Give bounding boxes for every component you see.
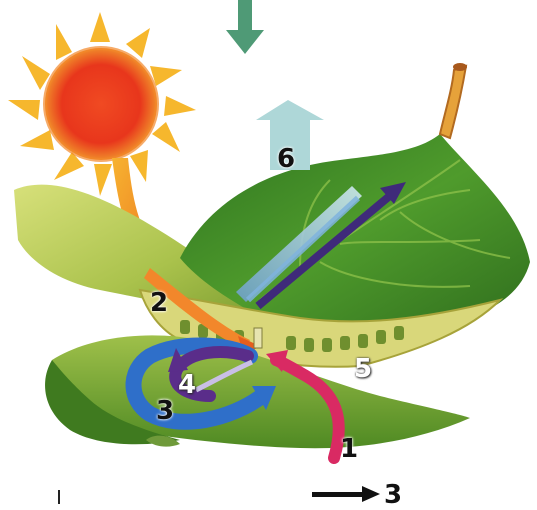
arrow-bottom-right (58, 486, 380, 504)
label-3: 3 (156, 398, 174, 424)
arrow-down-top (226, 0, 264, 54)
label-4: 4 (178, 372, 196, 398)
label-2: 2 (150, 290, 168, 316)
label-6: 6 (277, 146, 295, 172)
leaf-stem (440, 66, 466, 138)
stoma-marker (254, 328, 262, 348)
label-3-bottom: 3 (384, 482, 402, 508)
label-1: 1 (340, 436, 358, 462)
label-5: 5 (354, 356, 372, 382)
sun-icon (8, 12, 196, 196)
